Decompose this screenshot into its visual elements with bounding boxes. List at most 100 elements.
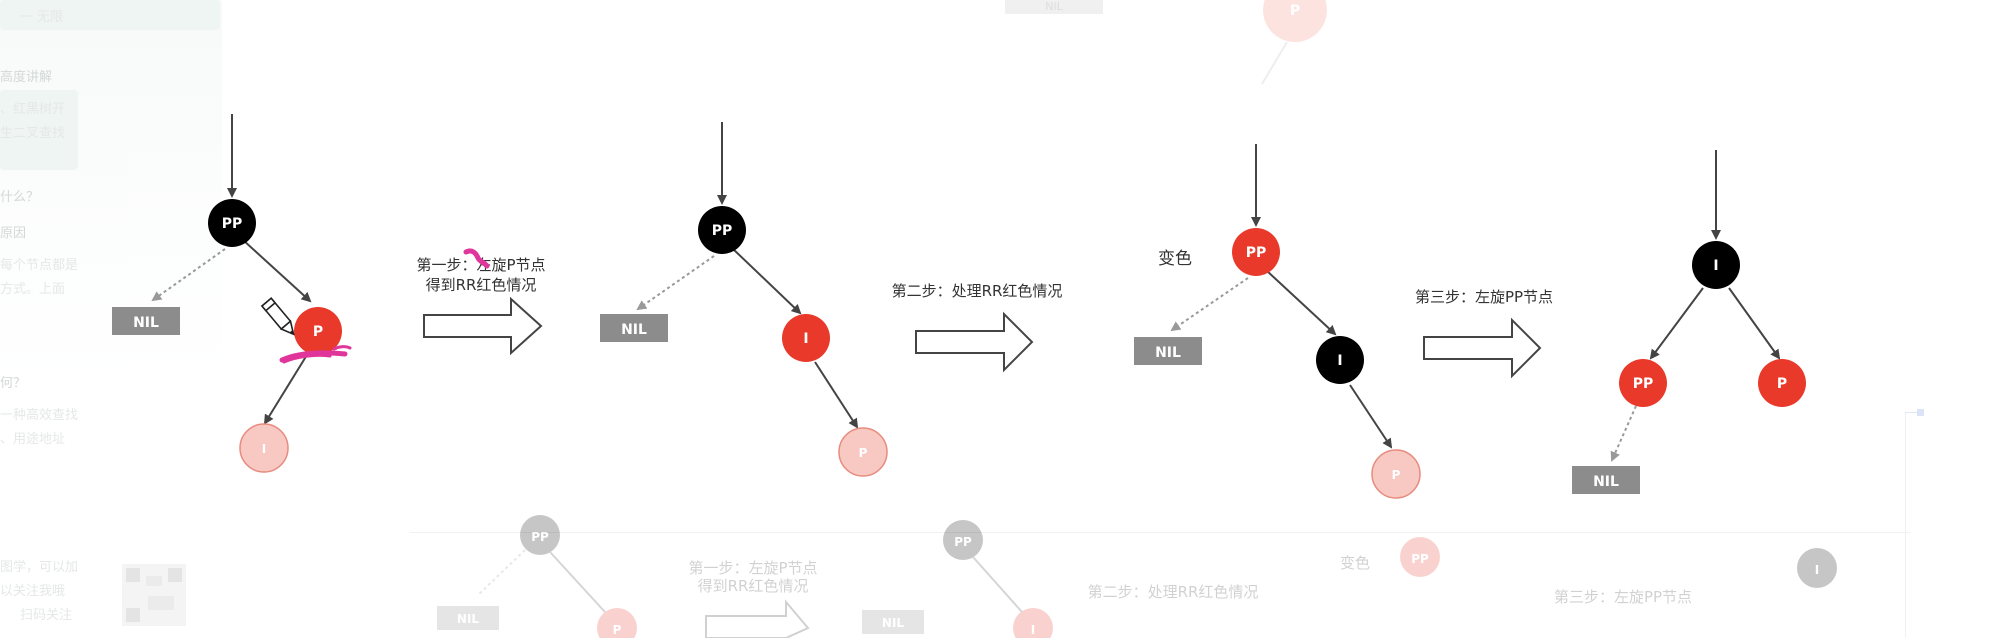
step-text: 得到RR红色情况 (426, 276, 537, 294)
background-node (1263, 0, 1327, 42)
background-nil-box (862, 610, 924, 634)
background-nil-box (1005, 0, 1103, 14)
background-nil-label: NIL (1045, 0, 1063, 13)
background-sidebar-text: 一种高效查找 (0, 408, 79, 423)
tree-node-label: P (1392, 468, 1401, 482)
tree-node-label: I (1713, 258, 1718, 274)
step-text: 第二步：处理RR红色情况 (892, 282, 1063, 300)
step-arrow (423, 296, 543, 356)
tree-node-pp (1619, 359, 1667, 407)
background-node-label: P (613, 623, 622, 637)
background-edge (972, 556, 1023, 613)
tree-edge (242, 239, 312, 303)
tree-edge (263, 349, 311, 425)
background-step-text: 第一步：左旋P节点 (688, 559, 817, 577)
nil-edge (1170, 277, 1249, 332)
tree-node-pp (208, 199, 256, 247)
background-divider-tick (1905, 412, 1919, 413)
background-qr-code (122, 564, 186, 626)
nil-leaf (1572, 466, 1640, 494)
background-step-text: 第三步：左旋PP节点 (1554, 588, 1692, 606)
background-handle (1917, 409, 1924, 416)
background-node (1013, 608, 1053, 638)
pen-annotation-stroke (463, 248, 490, 269)
step-arrow (1423, 317, 1542, 379)
tree-after-step-1: PP I P NIL (600, 122, 888, 477)
background-sidebar-text: 方式。上面 (0, 282, 66, 297)
background-node (943, 520, 983, 560)
tree-node-i (239, 423, 289, 473)
tree-node-label: P (1777, 376, 1787, 392)
background-nil-box (437, 606, 499, 630)
background-divider (1905, 412, 1906, 638)
background-node (1400, 537, 1440, 577)
background-sidebar-text: 高度讲解 (0, 70, 53, 85)
tree-node-i (1692, 241, 1740, 289)
background-sidebar-text: 扫码关注 (20, 608, 73, 623)
tree-node-p (1758, 359, 1806, 407)
tree-node-label: PP (222, 216, 243, 232)
background-nil-label: NIL (882, 616, 905, 630)
tree-after-step-2: 变色 PP I P NIL (1134, 144, 1421, 499)
nil-leaf-label: NIL (1155, 345, 1181, 361)
tree-edge (1649, 287, 1704, 360)
pen-annotation-stroke (282, 353, 332, 364)
step-arrow (915, 311, 1034, 373)
step-3: 第三步：左旋PP节点 (1415, 288, 1553, 379)
background-sidebar-text: 、用途地址 (0, 432, 66, 447)
tree-before: PP P I NIL (112, 114, 352, 473)
background-node-label: PP (954, 535, 972, 549)
tree-node-p (838, 427, 888, 477)
pen-annotation-stroke (279, 350, 348, 363)
background-sidebar-text: 一 无限 (20, 10, 64, 25)
background-diagram-strip (410, 532, 1910, 639)
background-node-label: I (1031, 623, 1035, 637)
background-sidebar-text: 图学，可以加 (0, 560, 79, 575)
tree-node-label: I (1337, 353, 1342, 369)
background-sidebar-box (0, 90, 78, 170)
tree-after-step-3: I PP P NIL (1572, 150, 1806, 494)
nil-leaf (600, 314, 668, 342)
tree-node-label: I (803, 331, 808, 347)
tree-node-label: PP (1633, 376, 1654, 392)
tree-node-p (1371, 449, 1421, 499)
tree-node-pp (1232, 228, 1280, 276)
background-node-label: PP (1411, 552, 1429, 566)
tree-node-i (1316, 336, 1364, 384)
tree-node-label: I (262, 442, 266, 456)
background-sidebar-text: 每个节点都是 (0, 258, 79, 273)
background-sidebar-text: 、红黑树开 (0, 102, 66, 117)
tree-edge (814, 361, 859, 429)
tree-edge (731, 247, 802, 315)
background-bottom-diagram: PP P NIL 第一步：左旋P节点 得到RR红色情况 PP I NIL 第二步… (437, 515, 1837, 638)
background-node (597, 608, 637, 638)
nil-edge (1610, 405, 1637, 462)
tree-node-pp (698, 206, 746, 254)
background-step-text: 第二步：处理RR红色情况 (1088, 583, 1259, 601)
nil-leaf-label: NIL (621, 322, 647, 338)
tree-edge (1349, 384, 1393, 449)
tree-node-label: PP (712, 223, 733, 239)
nil-leaf-label: NIL (133, 315, 159, 331)
background-sidebar-text: 何？ (0, 376, 27, 391)
background-arrow (705, 599, 810, 638)
tree-node-label: PP (1246, 245, 1267, 261)
background-node (520, 515, 560, 555)
background-nil-label: NIL (457, 612, 480, 626)
step-text: 第一步：左旋P节点 (416, 256, 545, 274)
background-edge (477, 549, 526, 596)
background-node (1797, 548, 1837, 588)
recolor-label: 变色 (1158, 249, 1192, 269)
background-sidebar: 一 无限 高度讲解 、红黑树开 生二叉查找 什么？ 原因 每个节点都是 方式。上… (0, 0, 222, 638)
background-sidebar-text: 以关注我哦 (0, 584, 66, 599)
tree-node-label: P (313, 324, 323, 340)
background-sidebar-box (0, 0, 220, 30)
background-step-text: 变色 (1340, 554, 1370, 572)
tree-node-label: P (859, 446, 868, 460)
background-node-label: P (1290, 3, 1300, 19)
tree-node-i (782, 314, 830, 362)
step-2: 第二步：处理RR红色情况 (892, 282, 1063, 373)
tree-edge (1265, 269, 1337, 336)
